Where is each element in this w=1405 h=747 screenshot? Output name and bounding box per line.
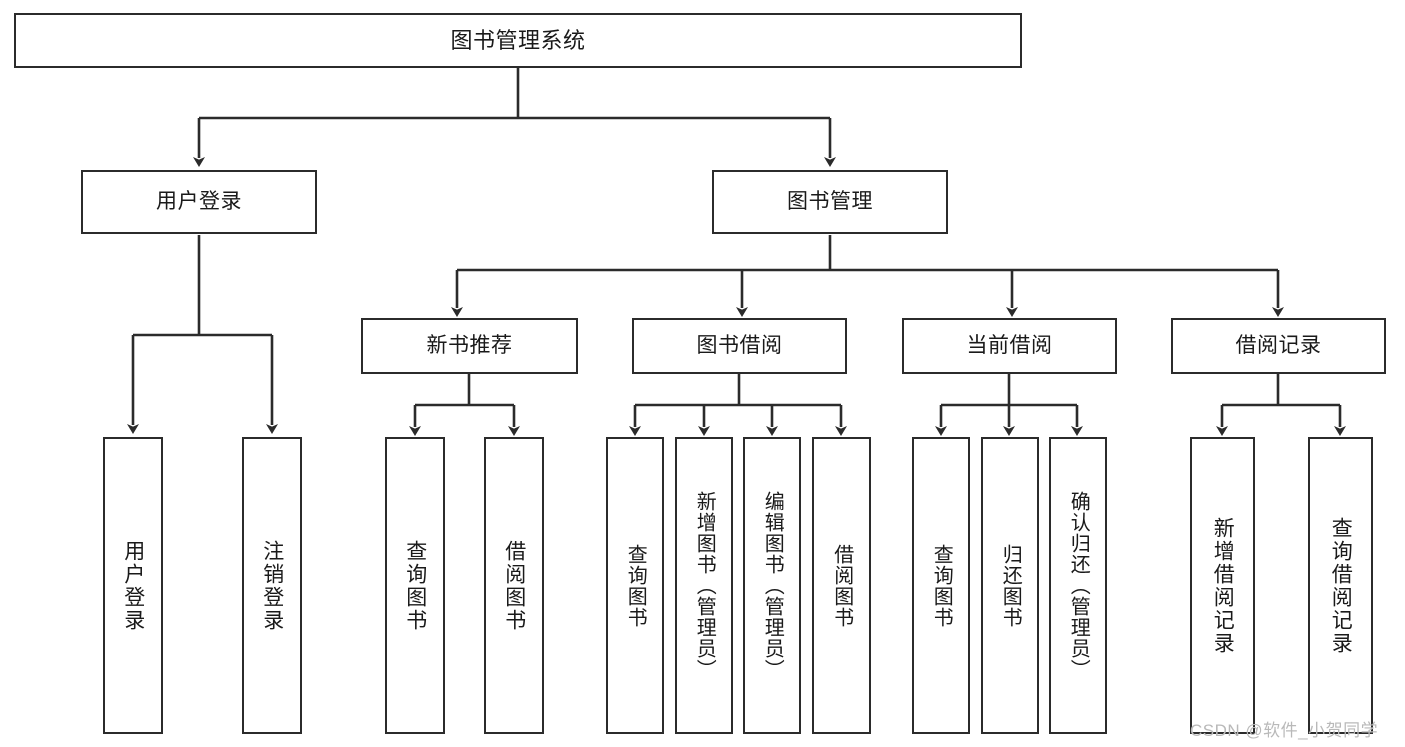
leaf-borrow-query-book[interactable]: 查询图书 [606,437,664,734]
leaf-record-add-record[interactable]: 新增借阅记录 [1190,437,1255,734]
node-label: 查询图书 [624,543,647,628]
node-label: 借阅图书 [830,543,853,628]
node-label: 注销登录 [260,539,284,632]
csdn-watermark: CSDN @软件_小贺同学 [1190,721,1379,740]
node-label: 借阅图书 [502,539,526,632]
node-label: 查询借阅记录 [1329,516,1353,655]
node-label: 借阅记录 [1235,333,1322,357]
node-user-login[interactable]: 用户登录 [81,170,317,234]
node-label: 用户登录 [156,189,242,213]
node-new-book-recommend[interactable]: 新书推荐 [361,318,578,374]
node-root-system[interactable]: 图书管理系统 [14,13,1022,68]
node-label: 归还图书 [999,543,1022,628]
leaf-user-login-signout[interactable]: 注销登录 [242,437,302,734]
node-label: 编辑图书（管理员） [761,491,784,680]
leaf-new-book-query[interactable]: 查询图书 [385,437,445,734]
node-book-management[interactable]: 图书管理 [712,170,948,234]
leaf-user-login-signin[interactable]: 用户登录 [103,437,163,734]
leaf-record-query-record[interactable]: 查询借阅记录 [1308,437,1373,734]
node-borrow-record[interactable]: 借阅记录 [1171,318,1386,374]
node-label: 图书管理系统 [450,27,586,53]
node-label: 图书借阅 [696,333,783,357]
node-label: 当前借阅 [966,333,1053,357]
leaf-current-query-book[interactable]: 查询图书 [912,437,970,734]
node-label: 用户登录 [121,539,145,632]
leaf-new-book-borrow[interactable]: 借阅图书 [484,437,544,734]
node-current-borrow[interactable]: 当前借阅 [902,318,1117,374]
leaf-current-confirm-return-admin[interactable]: 确认归还（管理员） [1049,437,1107,734]
node-label: 确认归还（管理员） [1067,491,1090,680]
node-label: 查询图书 [403,539,427,632]
node-book-borrow[interactable]: 图书借阅 [632,318,847,374]
node-label: 查询图书 [930,543,953,628]
leaf-borrow-add-book-admin[interactable]: 新增图书（管理员） [675,437,733,734]
node-label: 新书推荐 [426,333,513,357]
leaf-borrow-borrow-book[interactable]: 借阅图书 [812,437,871,734]
leaf-borrow-edit-book-admin[interactable]: 编辑图书（管理员） [743,437,801,734]
node-label: 新增图书（管理员） [693,491,716,680]
node-label: 新增借阅记录 [1211,516,1235,655]
node-label: 图书管理 [787,189,873,213]
leaf-current-return-book[interactable]: 归还图书 [981,437,1039,734]
